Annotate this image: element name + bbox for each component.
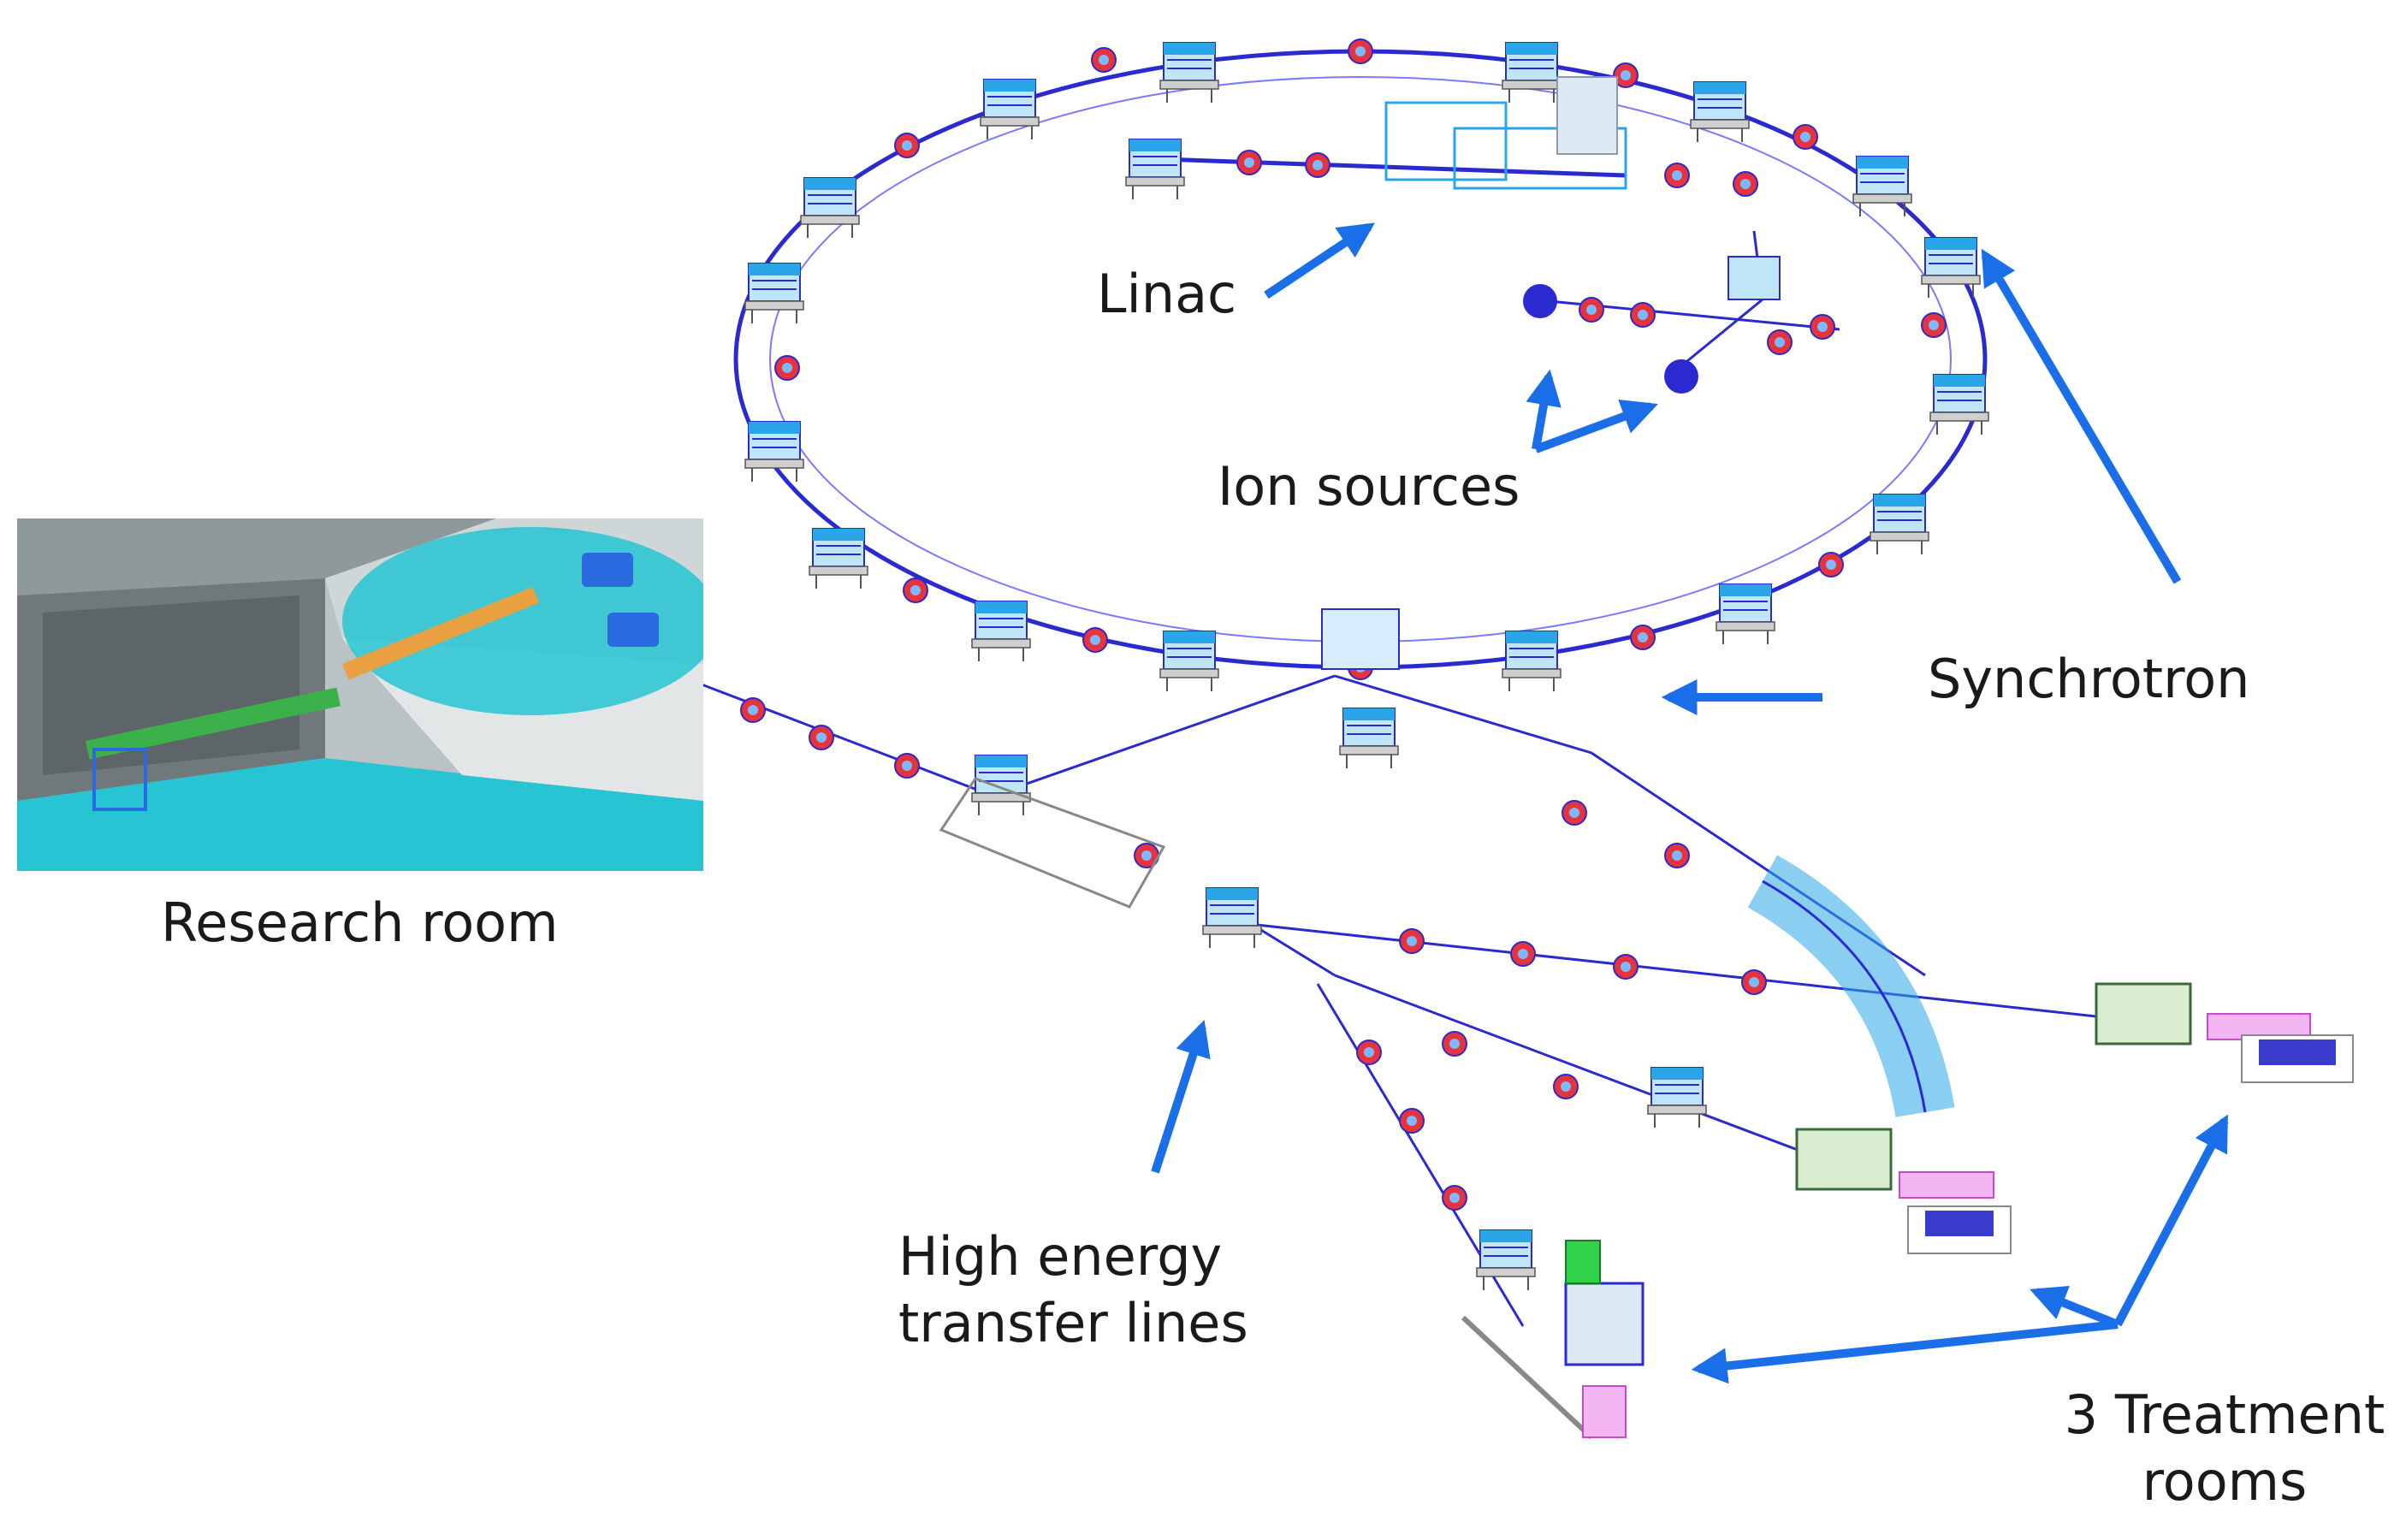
label-ion-sources: Ion sources <box>1218 455 1520 518</box>
label-research-room: Research room <box>161 891 559 954</box>
treatment-room-2 <box>1795 1128 2012 1254</box>
label-linac: Linac <box>1097 263 1237 325</box>
synchrotron-ring <box>733 38 1989 692</box>
label-treatment-rooms: 3 Treatment rooms <box>2058 1382 2391 1514</box>
arrow-treatment-2 <box>2030 1285 2119 1329</box>
arrow-treatment-3 <box>1691 1320 2119 1384</box>
label-high-energy-line1: High energy <box>898 1225 1223 1288</box>
treatment-rooms <box>1461 982 2354 1440</box>
label-high-energy-line2: transfer lines <box>898 1291 1248 1354</box>
treatment-room-1 <box>2095 982 2354 1083</box>
arrow-ion-source-1 <box>1526 369 1562 450</box>
arrow-synchrotron-top <box>1981 248 2182 584</box>
arrow-treatment-1 <box>2113 1114 2229 1327</box>
label-high-energy-transfer-lines: High energy transfer lines <box>898 1223 1248 1356</box>
pointer-arrows <box>1151 222 2229 1384</box>
label-treatment-line1: 3 Treatment <box>2064 1383 2385 1446</box>
research-room-photo <box>17 518 703 871</box>
arrow-high-energy <box>1151 1020 1211 1174</box>
arrow-linac <box>1264 222 1375 299</box>
transfer-line-magnets <box>740 697 1955 1291</box>
linac <box>1125 76 1758 200</box>
ion-sources <box>1523 230 1840 394</box>
label-synchrotron: Synchrotron <box>1928 648 2250 710</box>
treatment-room-3 <box>1461 1240 1644 1440</box>
arrow-ion-source-2 <box>1534 399 1658 453</box>
label-treatment-line2: rooms <box>2142 1449 2308 1513</box>
